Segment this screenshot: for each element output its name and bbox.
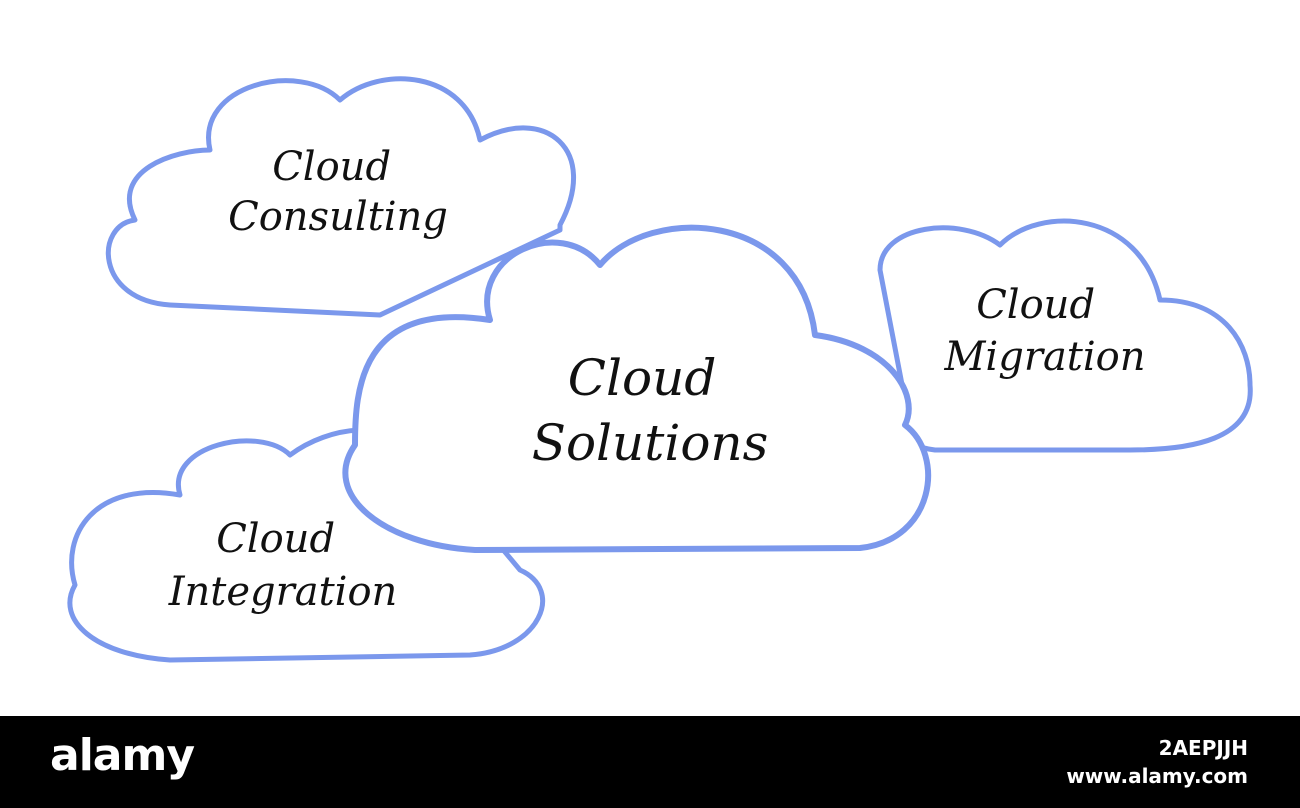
- cloud-integration-line2: Integration: [168, 569, 398, 615]
- svg-text:Cloud Migration: Cloud Migration: [943, 282, 1145, 380]
- svg-text:Cloud Consulting: Cloud Consulting: [228, 144, 448, 240]
- cloud-migration-line1: Cloud: [976, 282, 1095, 328]
- svg-text:Cloud Integration: Cloud Integration: [168, 516, 398, 615]
- watermark-url: www.alamy.com: [1066, 764, 1248, 788]
- cloud-diagram: Cloud Consulting Cloud Migration Cloud I…: [67, 76, 1253, 663]
- cloud-integration-line1: Cloud: [216, 516, 335, 562]
- cloud-solutions: Cloud Solutions: [342, 224, 932, 553]
- cloud-consulting: Cloud Consulting: [105, 76, 577, 318]
- cloud-consulting-line2: Consulting: [228, 194, 448, 240]
- cloud-consulting-line1: Cloud: [272, 144, 391, 190]
- alamy-logo: alamy: [50, 730, 195, 781]
- cloud-migration-outline: [877, 218, 1253, 453]
- watermark-bar: alamy 2AEPJJH www.alamy.com: [0, 716, 1300, 808]
- svg-text:Cloud Solutions: Cloud Solutions: [532, 349, 769, 472]
- cloud-solutions-line2: Solutions: [532, 414, 769, 472]
- cloud-solutions-outline: [342, 224, 932, 553]
- cloud-solutions-line1: Cloud: [568, 349, 717, 407]
- cloud-consulting-outline: [105, 76, 577, 318]
- cloud-migration-line2: Migration: [943, 334, 1145, 380]
- image-id: 2AEPJJH: [1158, 736, 1248, 760]
- cloud-migration: Cloud Migration: [877, 218, 1253, 453]
